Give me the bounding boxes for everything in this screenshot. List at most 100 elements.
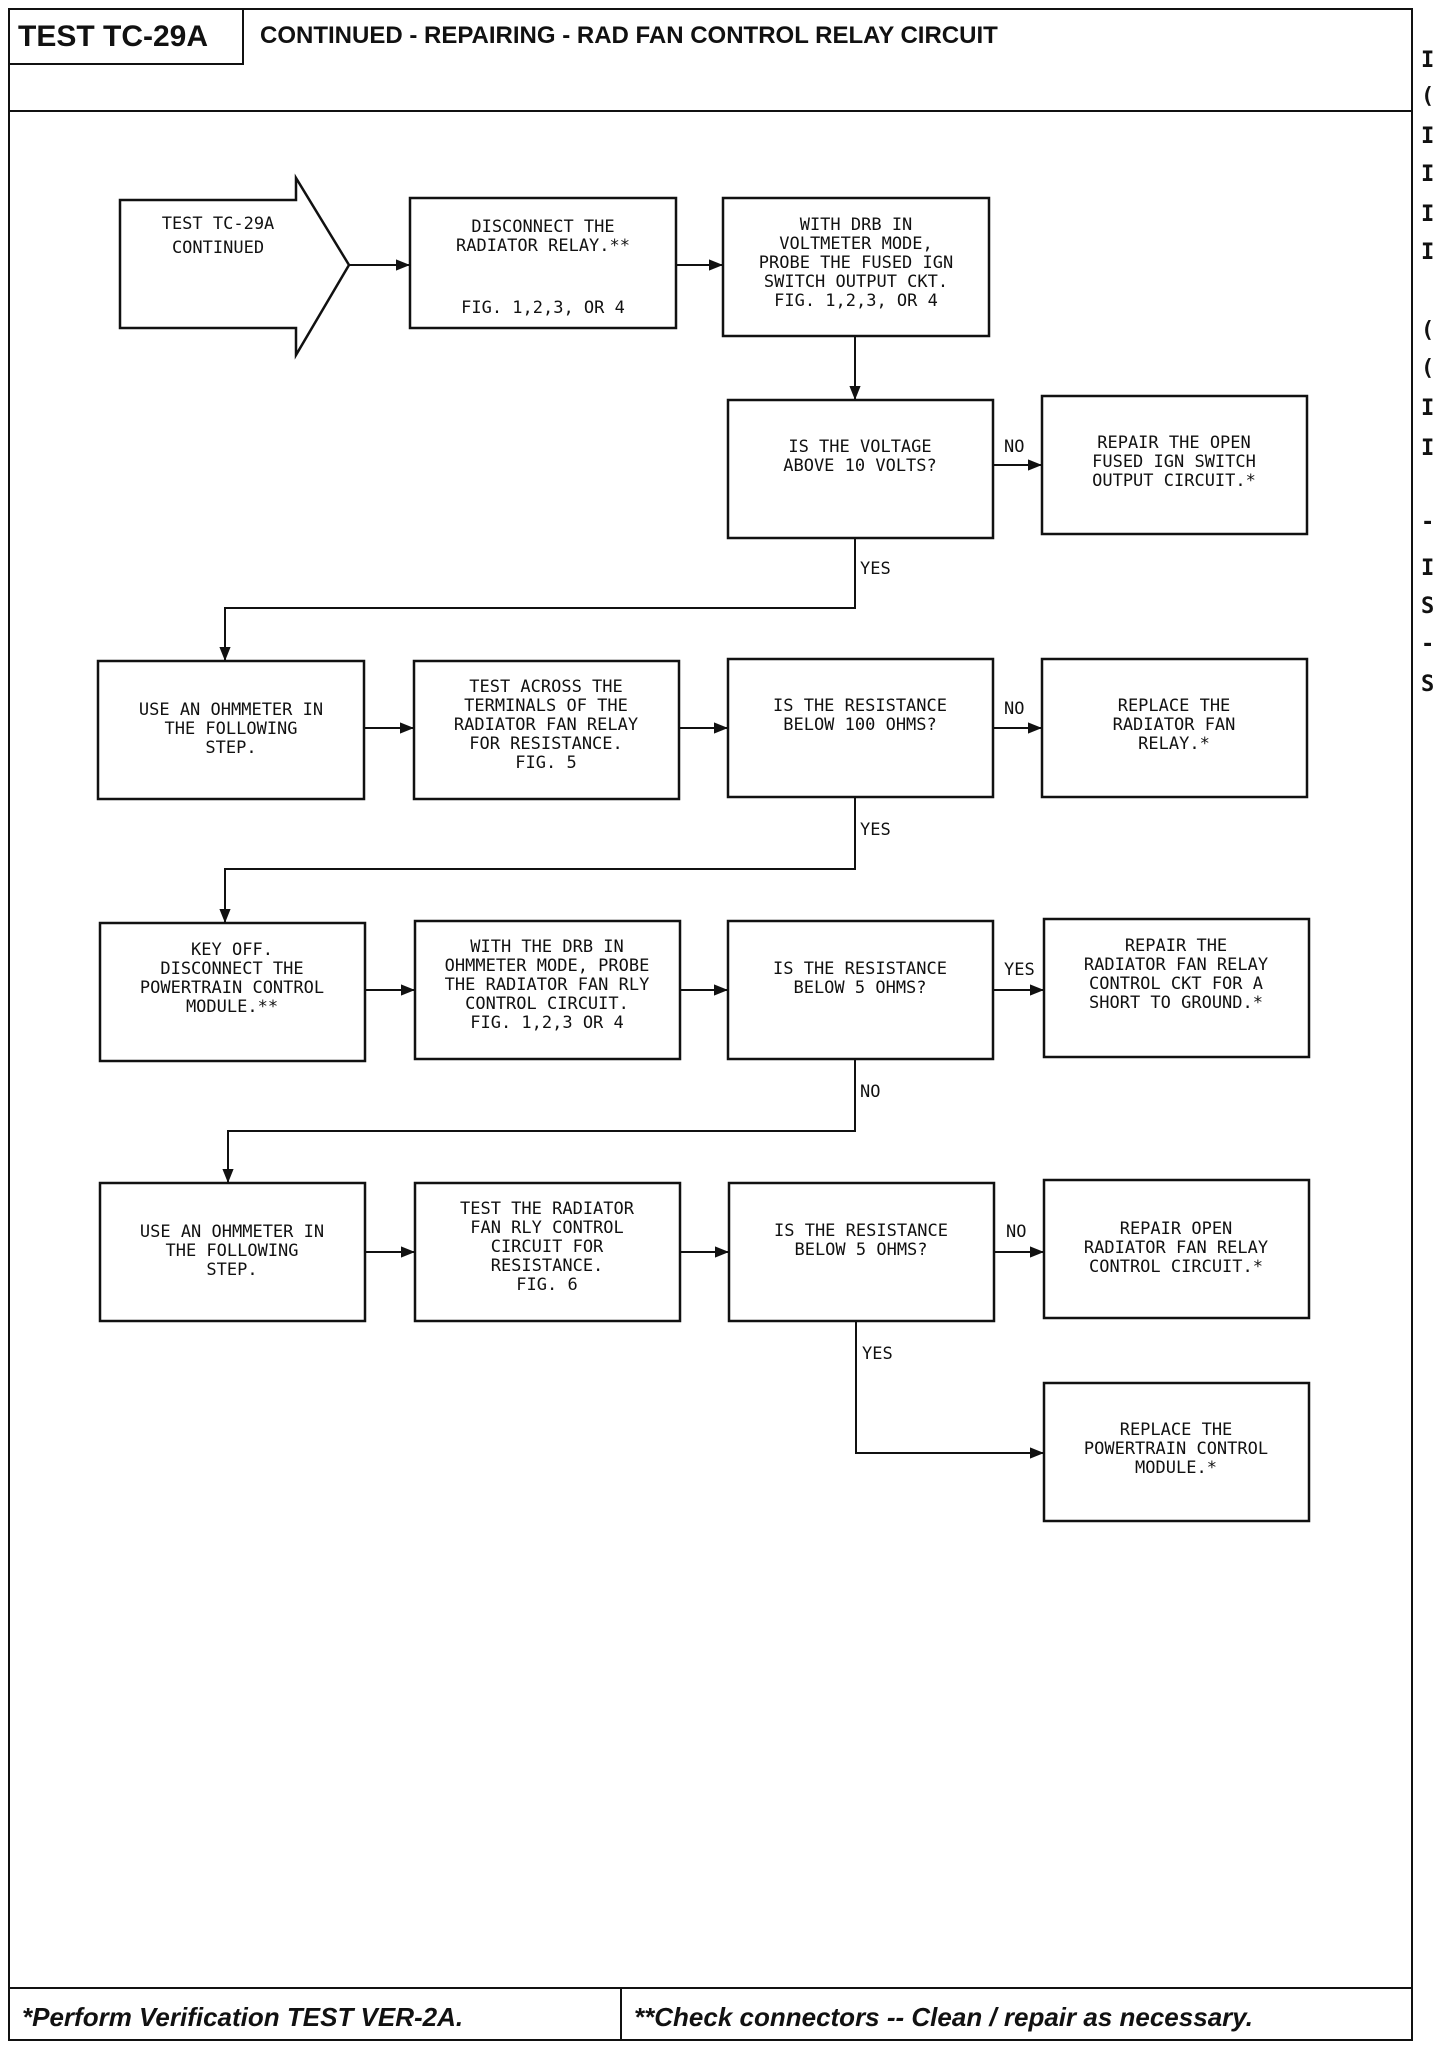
node-n7-line-2: STEP. [206, 1260, 257, 1280]
edge-label-no: NO [1006, 1222, 1026, 1242]
node-n4-line-3: FOR RESISTANCE. [469, 734, 623, 754]
edge-char: I [1421, 396, 1435, 421]
edge-char: I [1421, 162, 1435, 187]
node-n2-line-3: SWITCH OUTPUT CKT. [764, 272, 948, 292]
page-title: CONTINUED - REPAIRING - RAD FAN CONTROL … [260, 22, 998, 49]
node-n5: KEY OFF. DISCONNECT THE POWERTRAIN CONTR… [98, 921, 367, 1063]
node-r5-line-1: POWERTRAIN CONTROL [1084, 1439, 1268, 1459]
node-d4: IS THE RESISTANCE BELOW 5 OHMS? [727, 1181, 996, 1323]
node-n6: WITH THE DRB IN OHMMETER MODE, PROBE THE… [413, 919, 682, 1061]
node-r5: REPLACE THE POWERTRAIN CONTROL MODULE.* [1042, 1381, 1311, 1523]
node-start: TEST TC-29A CONTINUED [118, 173, 351, 360]
edge-char: ( [1421, 318, 1435, 343]
node-d4-line-0: IS THE RESISTANCE [774, 1221, 948, 1241]
node-r4-line-1: RADIATOR FAN RELAY [1084, 1238, 1268, 1258]
node-n3-line-1: THE FOLLOWING [164, 719, 297, 739]
footer: *Perform Verification TEST VER-2A. **Che… [8, 1987, 1413, 2041]
edge-char: - [1421, 632, 1435, 657]
node-n2-line-4: FIG. 1,2,3, OR 4 [774, 291, 938, 311]
edge-label-yes: YES [860, 820, 891, 840]
node-r5-line-0: REPLACE THE [1120, 1420, 1233, 1440]
node-n7: USE AN OHMMETER IN THE FOLLOWING STEP. [98, 1181, 367, 1323]
cropped-edge-text: I ( I I I I ( ( I I - I S - S [1417, 0, 1440, 2050]
node-r3-line-0: REPAIR THE [1125, 936, 1227, 956]
node-n4-line-1: TERMINALS OF THE [464, 696, 628, 716]
node-r1-line-1: FUSED IGN SWITCH [1092, 452, 1256, 472]
edge-char: I [1421, 436, 1435, 461]
node-n7-line-0: USE AN OHMMETER IN [140, 1222, 324, 1242]
footer-divider [620, 1989, 622, 2041]
edge-char: ( [1421, 84, 1435, 109]
edge-char: S [1421, 594, 1435, 619]
node-n1: DISCONNECT THE RADIATOR RELAY.** FIG. 1,… [408, 196, 678, 330]
node-n4-line-4: FIG. 5 [515, 753, 576, 773]
node-d2-line-0: IS THE RESISTANCE [773, 696, 947, 716]
node-n4-line-0: TEST ACROSS THE [469, 677, 623, 697]
node-n3-line-2: STEP. [205, 738, 256, 758]
node-n3: USE AN OHMMETER IN THE FOLLOWING STEP. [96, 659, 366, 801]
node-r2: REPLACE THE RADIATOR FAN RELAY.* [1040, 657, 1309, 799]
node-n6-line-4: FIG. 1,2,3 OR 4 [470, 1013, 624, 1033]
node-r5-line-2: MODULE.* [1135, 1458, 1217, 1478]
node-r4-line-2: CONTROL CIRCUIT.* [1089, 1257, 1263, 1277]
flowchart: TEST TC-29A CONTINUED DISCONNECT THE RAD… [96, 173, 1311, 1523]
edge-char: S [1421, 672, 1435, 697]
node-n2-line-1: VOLTMETER MODE, [779, 234, 933, 254]
node-r4: REPAIR OPEN RADIATOR FAN RELAY CONTROL C… [1042, 1178, 1311, 1320]
edge-label-no: NO [1004, 699, 1024, 719]
node-n4: TEST ACROSS THE TERMINALS OF THE RADIATO… [412, 659, 681, 801]
node-n1-line-0: DISCONNECT THE [471, 217, 614, 237]
node-d3-line-1: BELOW 5 OHMS? [793, 978, 926, 998]
node-n7-line-1: THE FOLLOWING [165, 1241, 298, 1261]
node-n5-line-3: MODULE.** [186, 997, 278, 1017]
node-d1: IS THE VOLTAGE ABOVE 10 VOLTS? [726, 398, 995, 540]
edge-char: I [1421, 240, 1435, 265]
node-d3-line-0: IS THE RESISTANCE [773, 959, 947, 979]
edge-labels: NO YES NO YES YES NO NO YES [860, 437, 1035, 1364]
node-d3: IS THE RESISTANCE BELOW 5 OHMS? [726, 919, 995, 1061]
node-n8-line-1: FAN RLY CONTROL [470, 1218, 624, 1238]
edge-label-yes: YES [860, 559, 891, 579]
node-n8-line-0: TEST THE RADIATOR [460, 1199, 635, 1219]
node-d4-line-1: BELOW 5 OHMS? [794, 1240, 927, 1260]
connectors [219, 259, 1044, 1459]
edge-char: I [1421, 48, 1435, 73]
header: TEST TC-29A CONTINUED - REPAIRING - RAD … [8, 8, 1413, 112]
edge-char: I [1421, 556, 1435, 581]
node-n1-line-3: FIG. 1,2,3, OR 4 [461, 298, 625, 318]
node-n6-line-3: CONTROL CIRCUIT. [465, 994, 629, 1014]
edge-char: I [1421, 202, 1435, 227]
test-id: TEST TC-29A [8, 8, 244, 65]
node-r2-line-0: REPLACE THE [1118, 696, 1231, 716]
footer-note-connectors: **Check connectors -- Clean / repair as … [634, 2002, 1253, 2032]
edge-label-no: NO [860, 1082, 880, 1102]
node-r4-line-0: REPAIR OPEN [1120, 1219, 1233, 1239]
node-r1-line-2: OUTPUT CIRCUIT.* [1092, 471, 1256, 491]
node-n2: WITH DRB IN VOLTMETER MODE, PROBE THE FU… [721, 196, 991, 338]
footer-note-verification: *Perform Verification TEST VER-2A. [22, 2002, 464, 2032]
node-start-line-1: CONTINUED [172, 238, 264, 258]
node-r2-line-2: RELAY.* [1138, 734, 1210, 754]
page-frame [8, 8, 1413, 2041]
node-n5-line-2: POWERTRAIN CONTROL [140, 978, 324, 998]
node-n6-line-1: OHMMETER MODE, PROBE [445, 956, 650, 976]
node-n1-line-1: RADIATOR RELAY.** [456, 236, 630, 256]
edge-char: I [1421, 124, 1435, 149]
node-n4-line-2: RADIATOR FAN RELAY [454, 715, 638, 735]
node-n8-line-4: FIG. 6 [516, 1275, 577, 1295]
node-r3-line-2: CONTROL CKT FOR A [1089, 974, 1263, 994]
node-d2-line-1: BELOW 100 OHMS? [783, 715, 937, 735]
node-n6-line-0: WITH THE DRB IN [470, 937, 624, 957]
node-r3-line-3: SHORT TO GROUND.* [1089, 993, 1263, 1013]
node-r3: REPAIR THE RADIATOR FAN RELAY CONTROL CK… [1042, 917, 1311, 1059]
node-d1-line-0: IS THE VOLTAGE [788, 437, 931, 457]
edge-char: ( [1421, 356, 1435, 381]
node-start-line-0: TEST TC-29A [162, 214, 275, 234]
edge-label-yes: YES [1004, 960, 1035, 980]
edge-label-no: NO [1004, 437, 1024, 457]
node-n2-line-2: PROBE THE FUSED IGN [759, 253, 953, 273]
node-r3-line-1: RADIATOR FAN RELAY [1084, 955, 1268, 975]
node-r1: REPAIR THE OPEN FUSED IGN SWITCH OUTPUT … [1040, 394, 1309, 536]
edge-char: - [1421, 510, 1435, 535]
node-n8-line-3: RESISTANCE. [491, 1256, 604, 1276]
